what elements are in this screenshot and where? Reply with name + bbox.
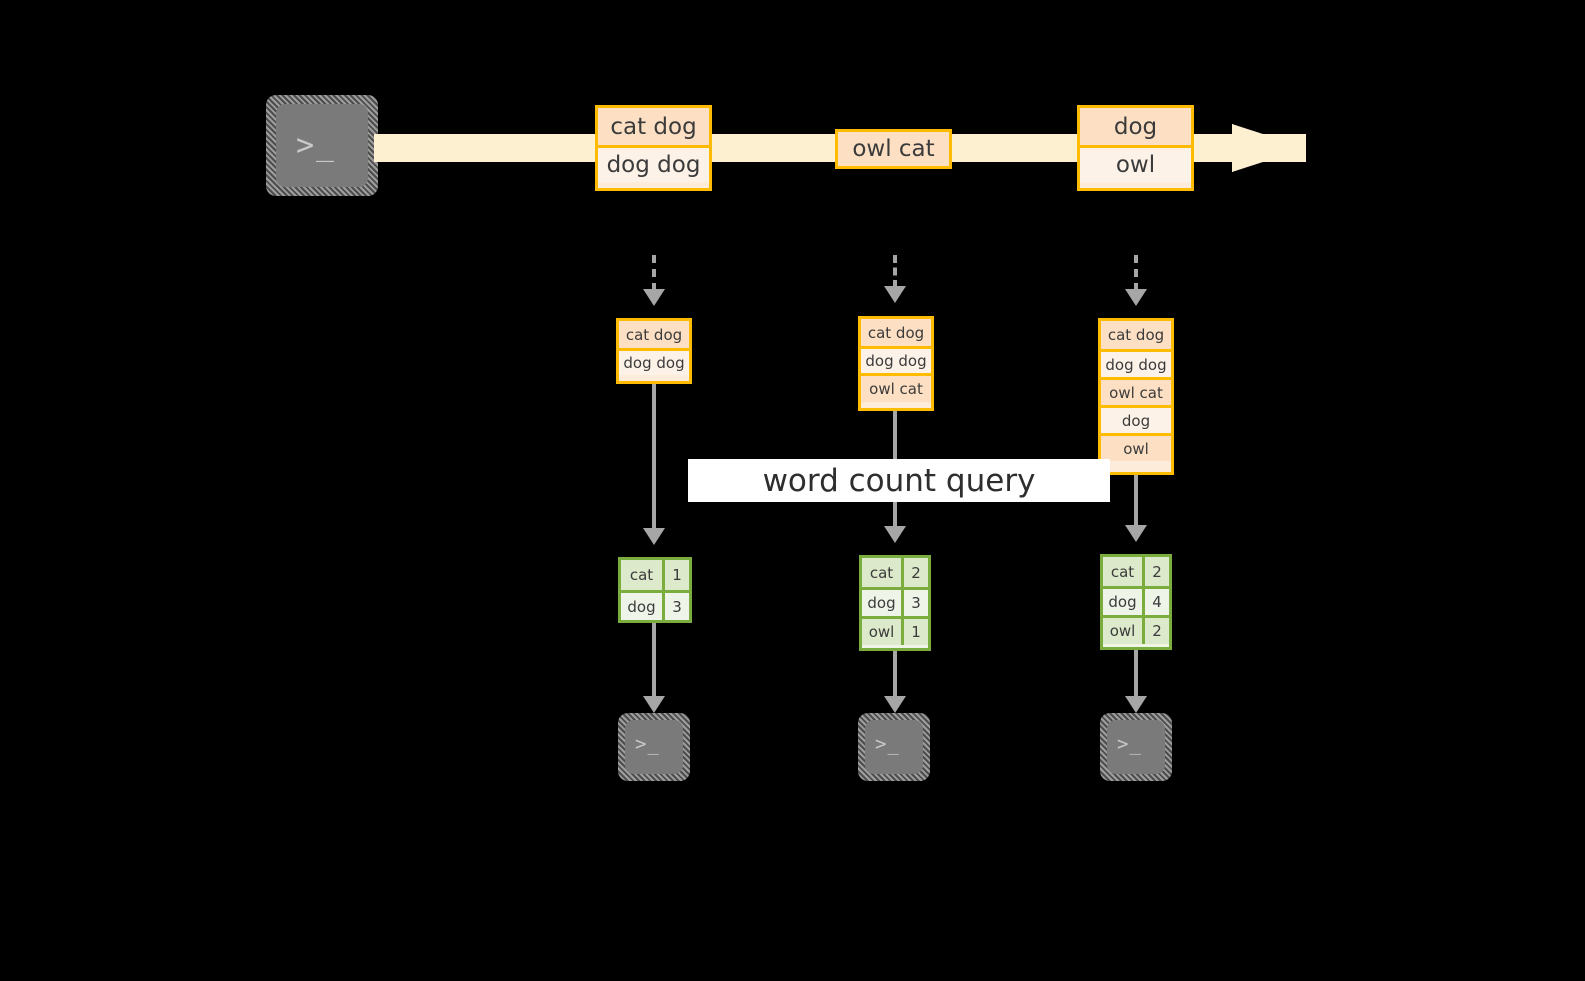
terminal-face	[625, 720, 683, 774]
sink-connector-line-3	[1134, 650, 1138, 699]
stream-message-box-3: dog owl	[1077, 105, 1194, 191]
query-connector-line-3	[1134, 475, 1138, 527]
result-word-cell: owl	[1103, 618, 1145, 644]
accumulated-stream-box-3: cat dog dog dog owl cat dog owl	[1098, 318, 1174, 475]
terminal-prompt-glyph: >_	[1117, 733, 1142, 755]
result-count-cell: 1	[665, 560, 689, 590]
tap-connector-arrowhead-3	[1125, 289, 1147, 306]
stream-timeline-arrowhead	[1232, 124, 1306, 172]
result-word-cell: owl	[862, 619, 904, 645]
tap-connector-arrowhead-1	[643, 289, 665, 306]
query-connector-arrowhead-1	[643, 528, 665, 545]
accumulated-row: dog dog	[861, 346, 931, 373]
result-count-cell: 2	[1145, 618, 1169, 644]
result-row: dog 3	[621, 590, 689, 620]
result-word-cell: dog	[862, 590, 904, 616]
terminal-face	[865, 720, 923, 774]
result-row: cat 2	[1103, 557, 1169, 586]
stream-message-row: cat dog	[598, 108, 709, 145]
result-row: cat 2	[862, 558, 928, 587]
stream-producer-terminal-icon: >_	[266, 95, 378, 196]
result-count-cell: 4	[1145, 589, 1169, 615]
accumulated-stream-box-2: cat dog dog dog owl cat	[858, 316, 934, 411]
query-connector-arrowhead-2	[884, 526, 906, 543]
stage-consumer-terminal-icon-1: >_	[618, 713, 690, 781]
result-row: dog 3	[862, 587, 928, 616]
result-table-2: cat 2 dog 3 owl 1	[859, 555, 931, 651]
terminal-prompt-glyph: >_	[635, 733, 660, 755]
tap-connector-arrowhead-2	[884, 286, 906, 303]
accumulated-stream-box-1: cat dog dog dog	[616, 318, 692, 384]
result-table-1: cat 1 dog 3	[618, 557, 692, 623]
sink-connector-line-2	[893, 651, 897, 699]
stage-consumer-terminal-icon-2: >_	[858, 713, 930, 781]
result-word-cell: cat	[1103, 557, 1145, 586]
stream-message-box-1: cat dog dog dog	[595, 105, 712, 191]
result-table-3: cat 2 dog 4 owl 2	[1100, 554, 1172, 650]
accumulated-row: cat dog	[861, 319, 931, 346]
result-count-cell: 3	[665, 593, 689, 620]
query-connector-arrowhead-3	[1125, 525, 1147, 542]
tap-connector-line-2	[893, 255, 897, 288]
accumulated-row: cat dog	[619, 321, 689, 348]
terminal-face	[276, 104, 368, 187]
result-count-cell: 1	[904, 619, 928, 645]
terminal-prompt-glyph: >_	[296, 128, 337, 163]
result-row: cat 1	[621, 560, 689, 590]
accumulated-row: dog	[1101, 405, 1171, 433]
stream-message-row: owl	[1080, 145, 1191, 182]
result-word-cell: cat	[862, 558, 904, 587]
result-count-cell: 2	[904, 558, 928, 587]
result-word-cell: dog	[1103, 589, 1145, 615]
stream-message-box-2: owl cat	[835, 129, 952, 169]
sink-connector-line-1	[652, 623, 656, 699]
sink-connector-arrowhead-1	[643, 696, 665, 713]
result-count-cell: 3	[904, 590, 928, 616]
stream-message-row: dog	[1080, 108, 1191, 145]
stage-consumer-terminal-icon-3: >_	[1100, 713, 1172, 781]
result-word-cell: dog	[621, 593, 665, 620]
result-word-cell: cat	[621, 560, 665, 590]
sink-connector-arrowhead-3	[1125, 696, 1147, 713]
tap-connector-line-3	[1134, 255, 1138, 291]
query-label-band: word count query	[688, 459, 1110, 502]
sink-connector-arrowhead-2	[884, 696, 906, 713]
accumulated-row: owl cat	[1101, 377, 1171, 405]
accumulated-row: owl	[1101, 433, 1171, 461]
result-count-cell: 2	[1145, 557, 1169, 586]
accumulated-row: dog dog	[619, 348, 689, 375]
stream-message-row: dog dog	[598, 145, 709, 182]
accumulated-row: cat dog	[1101, 321, 1171, 349]
result-row: owl 1	[862, 616, 928, 645]
result-row: owl 2	[1103, 615, 1169, 644]
stream-message-row: owl cat	[838, 132, 949, 166]
tap-connector-line-1	[652, 255, 656, 291]
accumulated-row: owl cat	[861, 373, 931, 402]
terminal-prompt-glyph: >_	[875, 733, 900, 755]
terminal-face	[1107, 720, 1165, 774]
accumulated-row: dog dog	[1101, 349, 1171, 377]
result-row: dog 4	[1103, 586, 1169, 615]
query-connector-line-1	[652, 384, 656, 530]
